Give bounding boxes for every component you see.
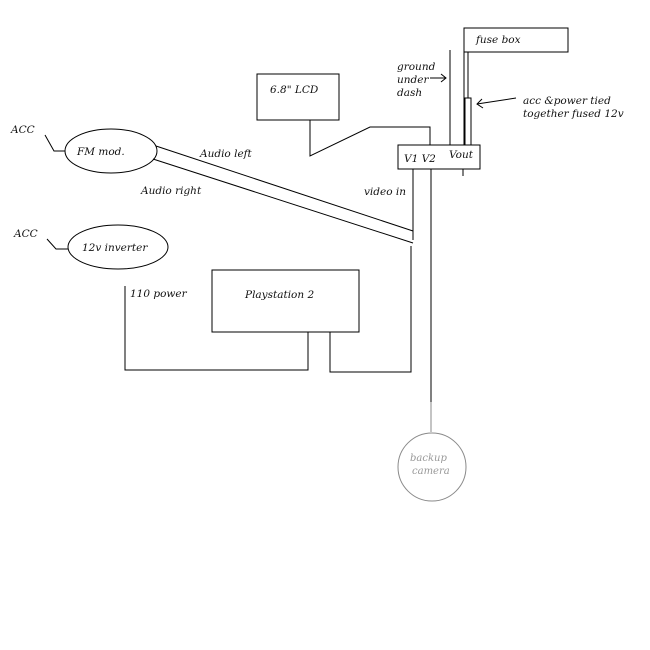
vout-label: Vout <box>449 149 474 161</box>
playstation-box <box>211 269 360 333</box>
audio-right-label: Audio right <box>140 185 202 197</box>
video-in-label: video in <box>364 186 406 198</box>
backup-camera <box>397 432 467 502</box>
ground-label-line2: under <box>397 74 429 86</box>
ground-arrow-icon <box>430 73 447 83</box>
inverter-acc-wire <box>46 238 68 250</box>
lcd-box <box>256 73 340 121</box>
inverter-label: 12v inverter <box>82 242 148 254</box>
playstation-label: Playstation 2 <box>244 289 314 301</box>
audio-left-label: Audio left <box>199 148 253 160</box>
acc-power-arrow-icon <box>476 97 517 109</box>
audio-left-wire <box>155 145 414 232</box>
fm-modulator <box>64 128 158 174</box>
power-110-label: 110 power <box>130 288 188 300</box>
playstation-video-wire <box>329 246 412 373</box>
power-110-wire <box>124 286 309 371</box>
acc-power-note-line1: acc &power tied <box>523 95 611 107</box>
backup-camera-label-line2: camera <box>412 466 450 477</box>
inverter <box>67 224 169 270</box>
fm-acc-wire <box>44 134 66 152</box>
backup-camera-label-line1: backup <box>410 453 447 464</box>
fuse-box <box>463 27 569 53</box>
video-switch-box <box>397 144 481 170</box>
fm-modulator-label: FM mod. <box>76 146 125 158</box>
acc-power-note-line2: together fused 12v <box>523 108 624 120</box>
ground-label-line1: ground <box>397 61 436 73</box>
lcd-label: 6.8" LCD <box>270 84 319 96</box>
v1-v2-label: V1 V2 <box>404 153 436 165</box>
acc-label-bottom: ACC <box>13 228 38 240</box>
inline-fuse <box>464 97 472 146</box>
fuse-box-label: fuse box <box>475 34 521 46</box>
ground-label-line3: dash <box>397 87 422 99</box>
lcd-wire <box>309 120 431 157</box>
acc-label-top: ACC <box>10 124 35 136</box>
audio-right-wire <box>152 158 414 244</box>
